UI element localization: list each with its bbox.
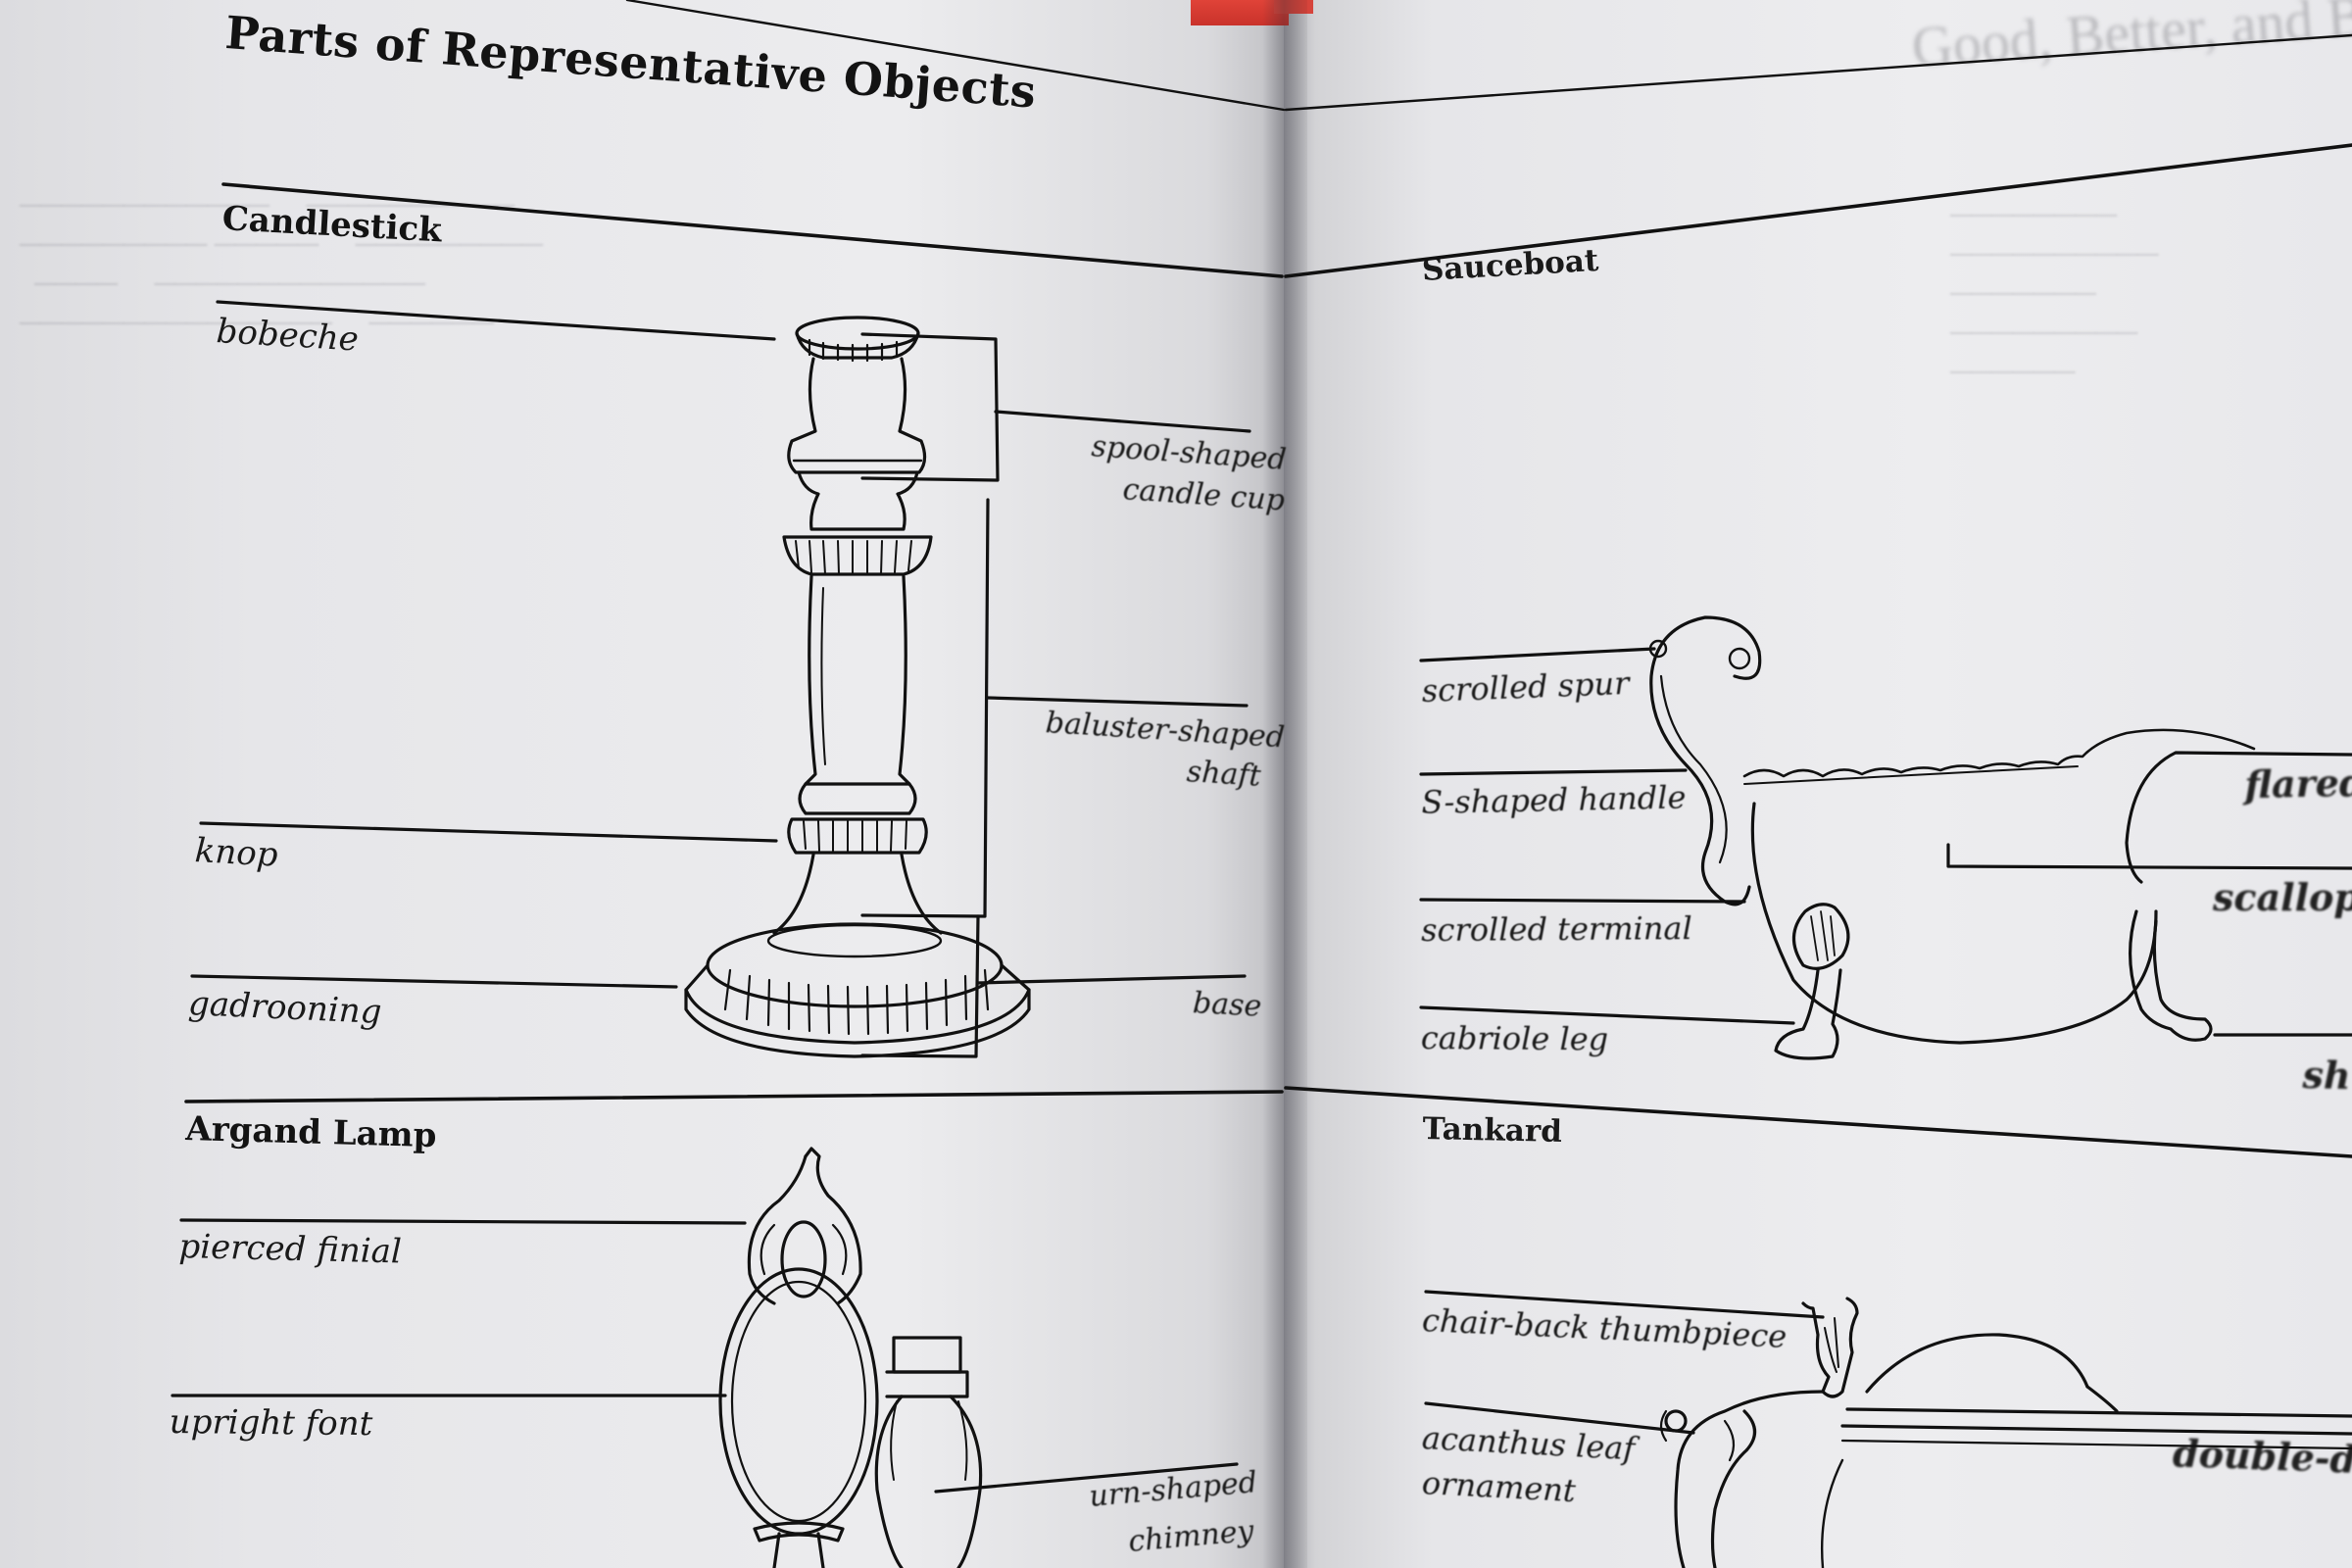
leader-base	[976, 974, 1247, 985]
leader-acanthus	[1424, 1401, 1695, 1435]
bracket-shaft	[860, 498, 990, 918]
rule-left-top	[625, 0, 1286, 112]
leader-chimney	[934, 1462, 1239, 1494]
sauceboat-drawing	[1648, 615, 2256, 1060]
rule-right-top	[1284, 33, 2352, 112]
leader-terminal	[1419, 898, 1746, 904]
book-spine-shadow	[1262, 0, 1307, 1568]
rule-candlestick	[221, 182, 1284, 278]
leader-gadrooning	[190, 974, 678, 989]
rule-tankard	[1284, 1086, 2352, 1158]
rule-sauceboat	[1284, 143, 2352, 278]
left-page	[0, 0, 1284, 1568]
argand-lamp-drawing	[718, 1147, 983, 1568]
rule-argand	[184, 1090, 1284, 1103]
label-scalloped-cut: scallope	[2213, 875, 2352, 919]
right-page	[1284, 0, 2352, 1568]
candlestick-drawing	[684, 316, 1031, 1058]
leader-cup	[994, 410, 1251, 433]
leader-thumbpiece	[1424, 1290, 1825, 1319]
show-through-right: ──────── ────────── ─────── ───────── ──…	[1950, 199, 2159, 388]
bracket-cup	[860, 332, 1000, 482]
leader-handle	[1419, 768, 1688, 776]
red-book-edge	[1191, 0, 1289, 25]
red-book-edge-right	[1274, 0, 1313, 14]
sauceboat-spout-outline	[2125, 751, 2352, 884]
leader-finial	[179, 1218, 747, 1225]
tankard-drawing	[1659, 1297, 2352, 1568]
leader-leg	[1419, 1005, 1795, 1025]
leader-shaft	[986, 696, 1249, 708]
leader-spur	[1419, 647, 1656, 662]
leader-bobeche	[216, 300, 776, 341]
leader-knop	[199, 821, 778, 843]
leader-scalloped	[1946, 843, 2352, 870]
